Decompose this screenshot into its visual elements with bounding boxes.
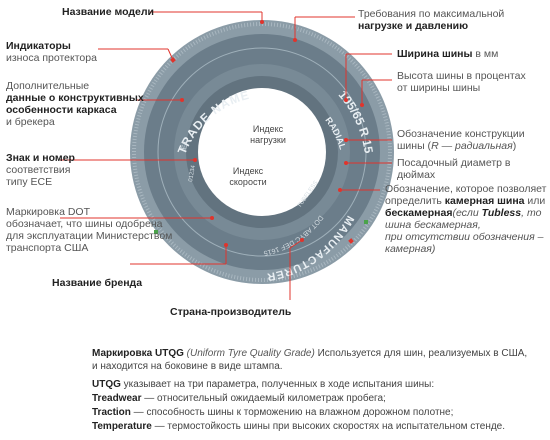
rim-opening xyxy=(198,88,326,216)
label-rim-diameter: Посадочный диаметр в дюймах xyxy=(397,157,511,181)
tire-e-mark: E4 xyxy=(181,141,189,151)
label-max-load: Требования по максимальной нагрузке и да… xyxy=(358,8,505,32)
label-wear-indicators: Индикаторы износа протектора xyxy=(6,40,97,64)
load-index-line1: Индекс xyxy=(253,124,284,134)
wear-indicator-mark xyxy=(364,220,368,224)
wear-indicator-mark xyxy=(348,238,354,244)
leader-dots xyxy=(180,20,364,247)
utqg-temperature: Temperature — термостойкость шины при вы… xyxy=(92,421,506,432)
wear-indicator-mark xyxy=(154,230,158,234)
label-model-name: Название модели xyxy=(62,6,155,18)
label-width: Ширина шины в мм xyxy=(397,48,499,60)
label-brand: Название бренда xyxy=(52,277,143,289)
label-tube-type: Обозначение, которое позволяет определит… xyxy=(385,183,547,255)
speed-index-line1: Индекс xyxy=(233,166,264,176)
load-index-line2: нагрузки xyxy=(250,135,286,145)
label-dot-marking: Маркировка DOT обозначает, что шины одоб… xyxy=(6,206,173,254)
utqg-traction: Traction — способность шины к торможению… xyxy=(92,407,454,418)
utqg-treadwear: Treadwear — относительный ожидаемый кило… xyxy=(92,393,386,404)
leader-lines xyxy=(60,11,392,300)
label-height-ratio: Высота шины в процентах от ширины шины xyxy=(397,70,526,94)
label-construction-data: Дополнительные данные о конструктивных о… xyxy=(6,80,144,128)
speed-index-line2: скорости xyxy=(229,177,266,187)
label-ece-mark: Знак и номер соответствия типу ECE xyxy=(6,152,75,188)
tire-tread-edge xyxy=(132,22,392,282)
label-country: Страна-производитель xyxy=(170,306,292,318)
label-construction-code: Обозначение конструкции шины (R — радиал… xyxy=(397,128,525,152)
tire-approval-text: 01234 xyxy=(188,164,197,182)
utqg-params: UTQG указывает на три параметра, получен… xyxy=(92,379,435,390)
utqg-intro: Маркировка UTQG (Uniform Tyre Quality Gr… xyxy=(92,348,528,372)
sidewall-ring-1 xyxy=(157,47,367,257)
